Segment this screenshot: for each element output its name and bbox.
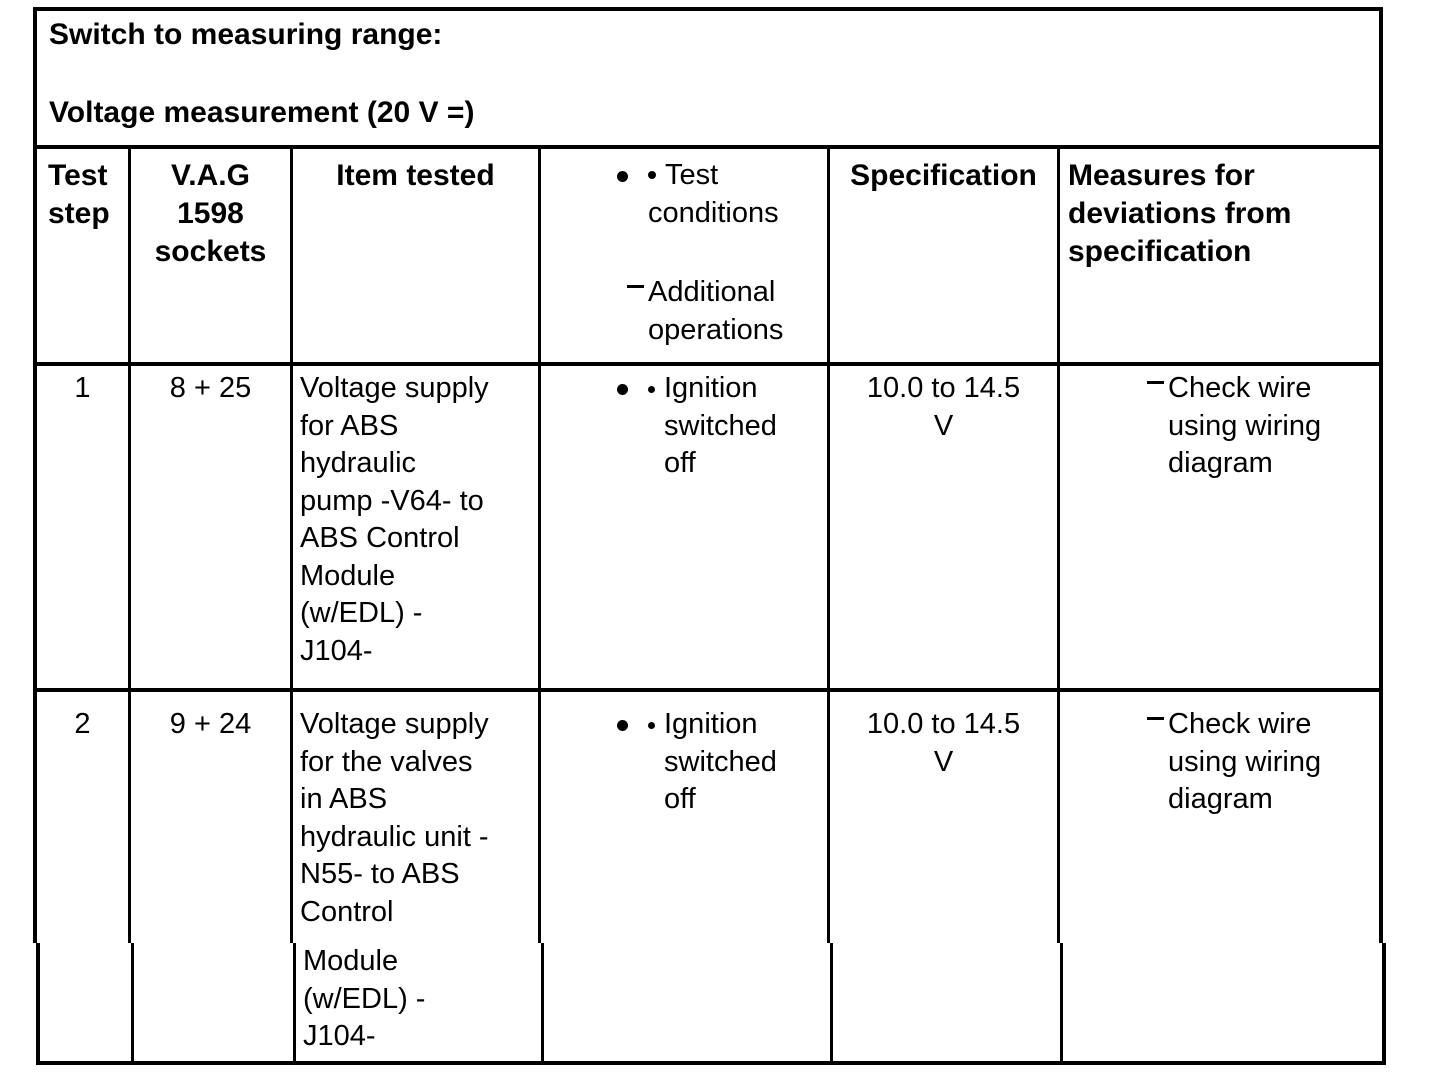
- sub-bullet-icon: [648, 386, 655, 393]
- dash-icon: [1147, 381, 1164, 384]
- title-voltage-measurement: Voltage measurement (20 V =): [49, 96, 475, 129]
- bullet-icon: [617, 720, 628, 731]
- header-additional-operations-item: Additional operations: [541, 274, 827, 349]
- row1-measures-cell: Check wire using wiring diagram: [1057, 366, 1379, 688]
- dash-icon: [627, 285, 644, 288]
- row2-measure-item: Check wire using wiring diagram: [1060, 706, 1379, 819]
- row1-item-cell: Voltage supply for ABS hydraulic pump -V…: [290, 366, 538, 688]
- header-conditions: Test conditions Additional operations: [538, 149, 827, 362]
- row2-conditions-cell-continued: [541, 943, 830, 1061]
- row2-item-cell-bottom: Module (w/EDL) - J104-: [293, 943, 541, 1061]
- bullet-icon: [617, 171, 628, 182]
- bullet-icon: [617, 384, 628, 395]
- row2-condition-item: Ignition switched off: [541, 706, 827, 819]
- header-test-step: Test step: [48, 159, 110, 230]
- row2-step-cell: 2: [74, 708, 91, 740]
- header-additional-operations-text: Additional operations: [648, 276, 784, 346]
- header-measures: Measures for deviations from specificati…: [1057, 149, 1379, 362]
- row2-spec-cell: 10.0 to 14.5 V: [827, 692, 1057, 943]
- row1-spec-cell: 10.0 to 14.5 V: [827, 366, 1057, 688]
- row2-spec-cell-continued: [830, 943, 1060, 1061]
- row2-measures-cell: Check wire using wiring diagram: [1057, 692, 1379, 943]
- row1-sockets-cell: 8 + 25: [128, 366, 290, 688]
- table-title-block: Switch to measuring range: Voltage measu…: [37, 11, 1379, 145]
- row1-measure-item: Check wire using wiring diagram: [1060, 370, 1379, 483]
- table-row-2-top: 2 9 + 24 Voltage supply for the valves i…: [37, 688, 1379, 943]
- row2-conditions-cell: Ignition switched off: [538, 692, 827, 943]
- row2-condition-text: Ignition switched off: [664, 708, 777, 815]
- header-item-tested: Item tested: [290, 149, 538, 362]
- row2-sockets-cell-continued: [131, 943, 293, 1061]
- header-specification: Specification: [827, 149, 1057, 362]
- title-measuring-range: Switch to measuring range:: [49, 18, 443, 51]
- row1-condition-text: Ignition switched off: [664, 372, 777, 479]
- row2-sockets-cell: 9 + 24: [128, 692, 290, 943]
- header-test-conditions-text: Test conditions: [648, 159, 779, 229]
- row1-measure-text: Check wire using wiring diagram: [1168, 372, 1322, 479]
- table-segment-bottom: Module (w/EDL) - J104-: [36, 943, 1386, 1065]
- header-test-conditions-item: Test conditions: [541, 157, 827, 232]
- table-row-1: 1 8 + 25 Voltage supply for ABS hydrauli…: [37, 362, 1379, 688]
- row1-conditions-cell: Ignition switched off: [538, 366, 827, 688]
- sub-bullet-icon: [648, 171, 656, 179]
- table-header-row: Test step V.A.G 1598 sockets Item tested…: [37, 145, 1379, 362]
- row1-step-cell: 1: [74, 372, 91, 404]
- row2-step-cell-continued: [40, 943, 131, 1061]
- row2-item-cell-top: Voltage supply for the valves in ABS hyd…: [290, 692, 538, 943]
- sub-bullet-icon: [648, 722, 655, 729]
- header-vag-sockets: V.A.G 1598 sockets: [128, 149, 290, 362]
- table-segment-top: Switch to measuring range: Voltage measu…: [33, 7, 1383, 943]
- table-row-2-bottom: Module (w/EDL) - J104-: [40, 943, 1382, 1061]
- dash-icon: [1147, 717, 1164, 720]
- row2-measures-cell-continued: [1060, 943, 1382, 1061]
- row1-condition-item: Ignition switched off: [541, 370, 827, 483]
- row2-measure-text: Check wire using wiring diagram: [1168, 708, 1322, 815]
